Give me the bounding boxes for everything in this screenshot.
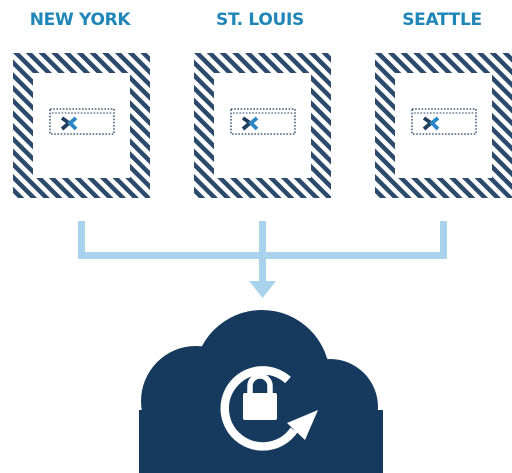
connector-st-louis xyxy=(259,221,266,281)
site-box-st-louis xyxy=(194,53,331,198)
connector-seattle xyxy=(440,221,447,259)
x-logo-icon xyxy=(230,108,296,135)
lock-sync-icon xyxy=(220,366,318,451)
arrow-down-icon xyxy=(249,281,276,298)
city-label-new-york: NEW YORK xyxy=(29,10,131,30)
site-box-seattle xyxy=(375,53,512,198)
connector-new-york xyxy=(78,221,85,259)
connector-lines xyxy=(78,221,447,298)
connector-horizontal xyxy=(78,252,447,259)
x-logo-icon xyxy=(411,108,477,135)
city-label-seattle: SEATTLE xyxy=(402,10,482,30)
site-box-new-york xyxy=(13,53,150,198)
x-logo-icon xyxy=(49,108,115,135)
city-label-st-louis: ST. LOUIS xyxy=(216,10,304,30)
